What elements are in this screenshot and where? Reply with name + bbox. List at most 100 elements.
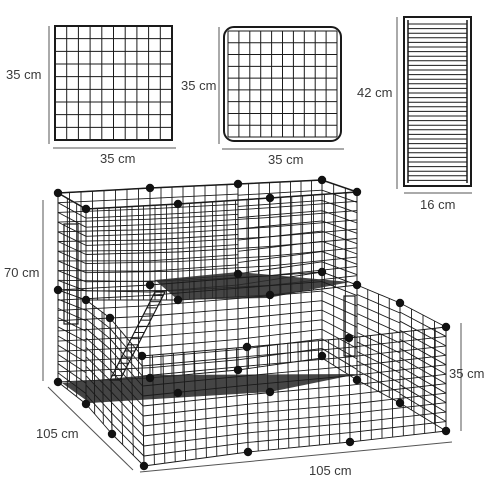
connector-ball [317,175,327,185]
wire-line [173,353,176,462]
wire-line [287,343,290,449]
wire-line [85,309,111,329]
connector-ball [395,298,405,308]
connector-ball [105,313,115,323]
wire-line [85,270,179,274]
wire-line [149,297,239,307]
wire-line [85,299,111,319]
wire-line [57,325,151,332]
panel-rounded-width-label: 35 cm [268,152,304,167]
wire-line [246,337,350,348]
wire-line [338,338,341,444]
wire-line [247,403,350,415]
cage-width-label: 105 cm [309,463,352,478]
wire-line [399,338,447,366]
square-panel-illustration [54,25,173,141]
wire-line [183,352,187,461]
wire-line [57,202,87,219]
wire-line [57,208,151,213]
wire-line [349,392,447,405]
wire-line [237,328,323,340]
wire-line [142,356,248,367]
wire-line [57,367,151,373]
rounded-panel-illustration [223,26,342,142]
wire-line [349,430,447,443]
wire-line [85,289,179,292]
ramp-width-label: 16 cm [420,197,456,212]
wire-line [356,294,401,314]
wire-line [269,228,358,238]
connector-ball [352,375,362,385]
wire-line [247,394,350,405]
dimension-line [139,441,453,473]
wire-line [85,222,179,228]
dimension-lines [42,17,472,473]
wire-line [149,254,239,262]
wire-line [247,347,350,357]
wire-line [177,216,271,224]
wire-line [399,384,447,413]
wire-line [237,261,323,275]
wire-line [356,370,401,394]
panel-frame [223,26,342,142]
wire-line [237,220,323,230]
wire-line [57,239,151,242]
wire-line [321,251,358,265]
wire-line [85,375,112,403]
wire-line [111,402,144,437]
wire-line [57,218,151,223]
wire-line [399,329,447,356]
connector-ball [173,388,183,398]
wire-line [177,236,271,243]
ramp-height-label: 42 cm [357,85,393,100]
wire-line [356,360,401,384]
wire-line [359,336,362,441]
wire-line [142,365,248,377]
wire-line [57,294,151,301]
wire-line [85,384,112,414]
wire-line [149,277,239,286]
wire-line [321,189,358,203]
wire-line [237,271,323,279]
lower-platform [62,374,358,403]
wire-line [269,238,358,247]
wire-line [149,203,239,210]
wire-line [177,255,271,263]
wire-line [143,413,248,427]
wire-line [57,270,87,283]
wire-line [399,311,447,337]
wire-line [237,199,323,207]
wire-line [177,246,271,253]
wire-line [380,334,383,439]
wire-line [57,305,151,311]
wire-line [149,328,239,338]
wire-line [356,379,401,404]
wire-line [143,422,248,437]
wire-line [349,411,447,424]
wire-line [85,346,112,372]
wire-line [110,359,144,397]
wire-line [142,384,248,397]
wire-line [399,402,447,432]
wire-line [149,234,239,241]
connector-ball [233,179,243,189]
wire-line [321,281,358,296]
wire-line [57,307,87,322]
cage-height-label: 70 cm [4,265,40,280]
wire-line [348,337,351,443]
wire-line [399,393,447,422]
wire-line [149,359,239,369]
connector-ball [243,447,253,457]
wire-line [321,271,358,286]
connector-ball [265,193,275,203]
connector-ball [265,290,275,300]
wire-line [57,270,151,272]
wire-line [85,328,111,350]
wire-line [356,341,401,364]
wire-line [237,290,323,299]
wire-line [177,265,271,272]
wire-line [85,337,112,361]
connector-ball [107,429,117,439]
wire-line [237,309,323,320]
wire-line [120,330,124,445]
